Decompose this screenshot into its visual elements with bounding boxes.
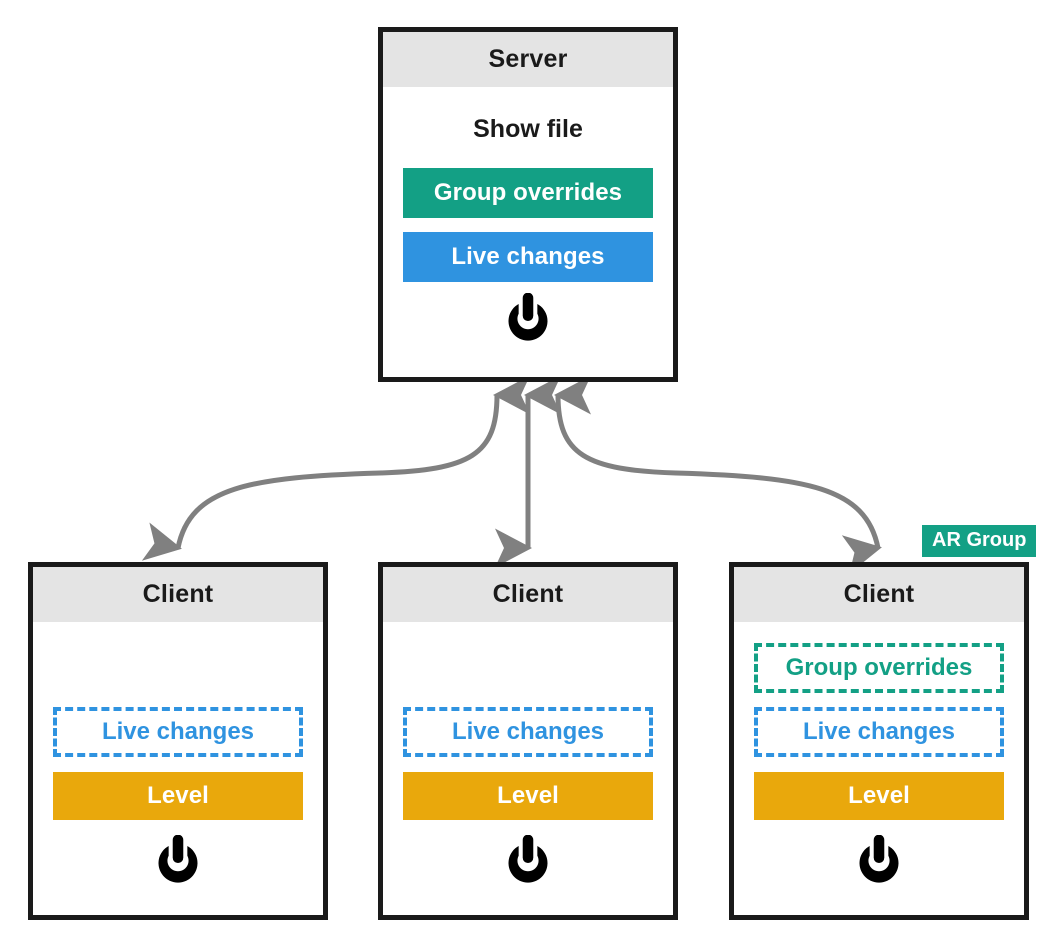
client-2-power-icon[interactable] xyxy=(502,834,554,887)
client-1-power-icon[interactable] xyxy=(152,834,204,887)
client-2-level-bar[interactable]: Level xyxy=(403,772,653,820)
client-3-power-icon[interactable] xyxy=(853,834,905,887)
server-group-overrides-bar[interactable]: Group overrides xyxy=(403,168,653,218)
client-2-header: Client xyxy=(383,567,673,622)
server-power-icon[interactable] xyxy=(502,292,554,345)
client-1-node[interactable]: Client Live changes Level xyxy=(28,562,328,920)
client-1-header: Client xyxy=(33,567,323,622)
server-body: Show file Group overrides Live changes xyxy=(383,87,673,377)
client-3-live-changes-box[interactable]: Live changes xyxy=(754,707,1004,757)
client-1-body: Live changes Level xyxy=(33,622,323,915)
client-3-group-overrides-box[interactable]: Group overrides xyxy=(754,643,1004,693)
ar-group-badge: AR Group xyxy=(922,525,1037,557)
connector-server-client-1 xyxy=(141,375,531,561)
client-3-body: Group overrides Live changes Level xyxy=(734,622,1024,915)
server-node[interactable]: Server Show file Group overrides Live ch… xyxy=(378,27,678,382)
client-1-live-changes-box[interactable]: Live changes xyxy=(53,707,303,757)
server-live-changes-bar[interactable]: Live changes xyxy=(403,232,653,282)
client-3-node[interactable]: Client Group overrides Live changes Leve… xyxy=(729,562,1029,920)
client-2-live-changes-box[interactable]: Live changes xyxy=(403,707,653,757)
server-header: Server xyxy=(383,32,673,87)
client-3-header: Client xyxy=(734,567,1024,622)
client-3-level-bar[interactable]: Level xyxy=(754,772,1004,820)
client-2-node[interactable]: Client Live changes Level xyxy=(378,562,678,920)
client-1-level-bar[interactable]: Level xyxy=(53,772,303,820)
client-2-body: Live changes Level xyxy=(383,622,673,915)
connector-server-client-3 xyxy=(554,375,882,574)
server-show-file-label: Show file xyxy=(473,115,583,143)
